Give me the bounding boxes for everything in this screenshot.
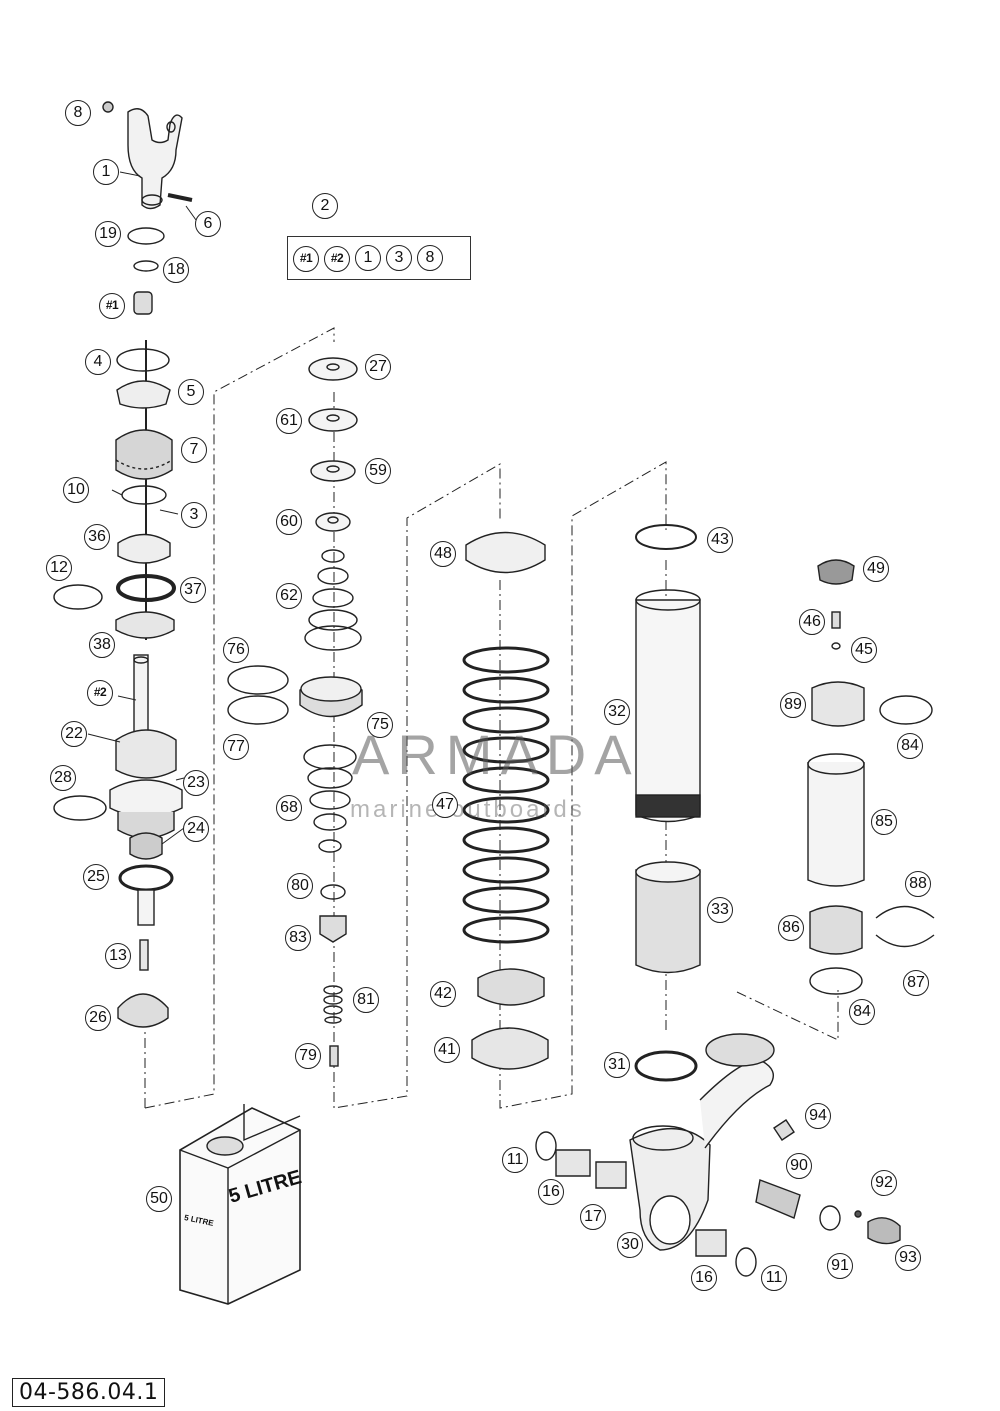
part-callout: 42 xyxy=(430,981,456,1007)
part-callout: 85 xyxy=(871,809,897,835)
part-callout: 5 xyxy=(178,379,204,405)
part-callout: 50 xyxy=(146,1186,172,1212)
kit-item: 3 xyxy=(386,245,412,271)
part-callout: 62 xyxy=(276,583,302,609)
part-callout: 41 xyxy=(434,1037,460,1063)
part-callout: 81 xyxy=(353,987,379,1013)
piston-rod-assembly xyxy=(53,654,183,1028)
part-callout: 68 xyxy=(276,795,302,821)
part-callout: 3 xyxy=(181,502,207,528)
part-callout: 84 xyxy=(897,733,923,759)
spring-column xyxy=(462,531,550,1070)
kit-item: #2 xyxy=(324,246,350,272)
watermark-brand: ARMADA xyxy=(352,723,640,786)
kit-callout: 2 xyxy=(312,193,338,219)
part-callout: 79 xyxy=(295,1043,321,1069)
part-callout: 80 xyxy=(287,873,313,899)
part-callout: 16 xyxy=(538,1179,564,1205)
part-callout: 45 xyxy=(851,637,877,663)
part-callout: 59 xyxy=(365,458,391,484)
part-callout: #2 xyxy=(87,680,113,706)
part-callout: 26 xyxy=(85,1005,111,1031)
left-upper-stack xyxy=(53,340,176,640)
part-callout: 22 xyxy=(61,721,87,747)
part-callout: 48 xyxy=(430,541,456,567)
part-callout: 47 xyxy=(432,792,458,818)
kit-item: 1 xyxy=(355,245,381,271)
part-callout: 36 xyxy=(84,524,110,550)
part-callout: 92 xyxy=(871,1170,897,1196)
part-callout: 43 xyxy=(707,527,733,553)
part-callout: 84 xyxy=(849,999,875,1025)
part-callout: 25 xyxy=(83,864,109,890)
part-callout: 49 xyxy=(863,556,889,582)
part-callout: 38 xyxy=(89,632,115,658)
part-callout: 11 xyxy=(502,1147,528,1173)
part-callout: 33 xyxy=(707,897,733,923)
oring-19-18 xyxy=(127,227,165,315)
document-reference: 04-586.04.1 xyxy=(12,1378,166,1407)
part-callout: 7 xyxy=(181,437,207,463)
part-callout: #1 xyxy=(99,293,125,319)
part-callout: 4 xyxy=(85,349,111,375)
part-callout: 18 xyxy=(163,257,189,283)
part-callout: 76 xyxy=(223,637,249,663)
part-callout: 31 xyxy=(604,1052,630,1078)
part-callout: 6 xyxy=(195,211,221,237)
part-callout: 8 xyxy=(65,100,91,126)
part-callout: 90 xyxy=(786,1153,812,1179)
part-callout: 10 xyxy=(63,477,89,503)
part-callout: 93 xyxy=(895,1245,921,1271)
part-callout: 89 xyxy=(780,692,806,718)
shock-body-column xyxy=(535,524,775,1277)
part-callout: 27 xyxy=(365,354,391,380)
kit-item: 8 xyxy=(417,245,443,271)
part-callout: 91 xyxy=(827,1253,853,1279)
part-callout: 12 xyxy=(46,555,72,581)
leader-lines xyxy=(87,171,197,845)
part-callout: 94 xyxy=(805,1103,831,1129)
shim-stack-column xyxy=(227,357,363,1067)
kit-item: #1 xyxy=(293,246,319,272)
part-callout: 61 xyxy=(276,408,302,434)
part-callout: 46 xyxy=(799,609,825,635)
part-callout: 87 xyxy=(903,970,929,996)
watermark-tagline: marine outboards xyxy=(350,796,585,823)
part-callout: 86 xyxy=(778,915,804,941)
part-callout: 23 xyxy=(183,770,209,796)
part-callout: 17 xyxy=(580,1204,606,1230)
part-callout: 88 xyxy=(905,871,931,897)
part-callout: 19 xyxy=(95,221,121,247)
oil-can xyxy=(179,1104,301,1305)
part-callout: 1 xyxy=(93,159,119,185)
part-callout: 13 xyxy=(105,943,131,969)
reservoir-column xyxy=(755,559,935,1245)
part-callout: 24 xyxy=(183,816,209,842)
part-clevis xyxy=(102,101,193,210)
coil-spring xyxy=(462,646,550,944)
part-callout: 83 xyxy=(285,925,311,951)
part-callout: 28 xyxy=(50,765,76,791)
part-callout: 75 xyxy=(367,712,393,738)
part-callout: 77 xyxy=(223,734,249,760)
part-callout: 11 xyxy=(761,1265,787,1291)
part-callout: 32 xyxy=(604,699,630,725)
part-callout: 37 xyxy=(180,577,206,603)
part-callout: 30 xyxy=(617,1232,643,1258)
part-callout: 16 xyxy=(691,1265,717,1291)
part-callout: 60 xyxy=(276,509,302,535)
